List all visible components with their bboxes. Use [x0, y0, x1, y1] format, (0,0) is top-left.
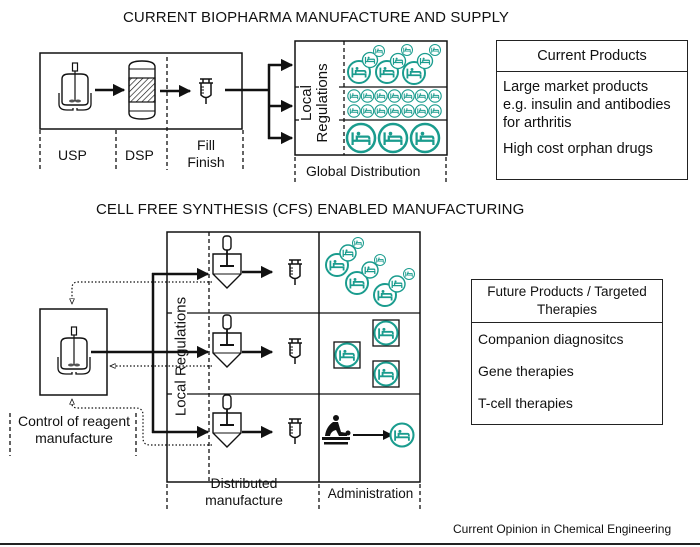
chromatography-column-icon — [128, 60, 156, 120]
patient-bed-icon — [347, 89, 361, 103]
stage-label-line: Finish — [187, 154, 225, 170]
patient-bed-icon — [360, 104, 375, 118]
syringe-icon — [198, 78, 214, 105]
patient-bed-icon — [428, 104, 442, 118]
label-line: manufacture — [205, 492, 283, 508]
patient-bed-icon — [360, 89, 375, 103]
reagent-control-label: Control of reagent manufacture — [12, 413, 136, 447]
patient-bed-icon — [401, 89, 415, 103]
item-line: for arthritis — [503, 115, 572, 131]
patient-group-scattered — [347, 44, 441, 85]
cfs-grid — [166, 231, 421, 483]
patient-bed-icon — [352, 237, 364, 249]
future-product-item: Companion diagnositcs — [478, 331, 624, 347]
cfs-reactor-icon — [212, 235, 242, 289]
caregiver-icon — [322, 415, 351, 445]
admin-patients-boxed — [333, 319, 400, 388]
label-line: Control of reagent — [17, 413, 131, 429]
syringe-icon — [287, 338, 303, 365]
global-distribution-label: Global Distribution — [306, 163, 421, 179]
label-line: Regulations — [314, 63, 331, 143]
patient-bed-icon — [387, 104, 402, 118]
patient-bed-icon — [403, 268, 415, 280]
local-regulations-label: Local Regulations — [298, 58, 331, 148]
current-product-item: Large market products e.g. insulin and a… — [497, 78, 687, 132]
source-credit: Current Opinion in Chemical Engineering — [453, 522, 672, 536]
item-line: e.g. insulin and antibodies — [503, 97, 671, 113]
patient-bed-icon — [414, 89, 429, 103]
current-product-item: High cost orphan drugs — [503, 141, 653, 157]
cfs-reactor-icon — [212, 314, 242, 368]
patient-bed-icon — [388, 275, 406, 293]
label-line: manufacture — [35, 430, 113, 446]
distribution-box — [294, 40, 448, 156]
current-products-header: Current Products — [497, 41, 687, 72]
patient-bed-icon — [428, 89, 442, 103]
administration-label: Administration — [327, 486, 414, 501]
syringe-icon — [287, 259, 303, 286]
patient-group-many-small — [347, 89, 442, 118]
patient-bed-icon — [401, 44, 413, 56]
future-product-item: T-cell therapies — [478, 395, 573, 411]
bioreactor-icon — [57, 326, 91, 375]
patient-bed-icon — [334, 342, 360, 368]
patient-bed-icon — [345, 122, 377, 154]
future-products-box: Future Products / Targeted Therapies Com… — [471, 279, 663, 425]
top-section-title: CURRENT BIOPHARMA MANUFACTURE AND SUPPLY — [123, 9, 510, 26]
header-line: Therapies — [536, 302, 598, 317]
patient-bed-icon — [373, 45, 385, 57]
admin-patients-scattered — [325, 237, 415, 307]
stage-label-usp: USP — [58, 147, 87, 163]
patient-bed-icon — [377, 122, 409, 154]
patient-bed-icon — [389, 52, 407, 70]
syringe-icon — [287, 418, 303, 445]
stage-label-line: Fill — [197, 137, 215, 153]
patient-bed-icon — [429, 44, 441, 56]
patient-bed-icon — [339, 244, 357, 262]
patient-bed-icon — [373, 320, 399, 346]
cfs-reactor-icon — [212, 394, 242, 448]
header-line: Future Products / Targeted — [487, 284, 647, 299]
patient-bed-icon — [387, 89, 402, 103]
patient-bed-icon — [374, 89, 388, 103]
bottom-section-title: CELL FREE SYNTHESIS (CFS) ENABLED MANUFA… — [96, 201, 525, 218]
stage-label-fill-finish: Fill Finish — [183, 137, 229, 171]
patient-bed-icon — [373, 361, 399, 387]
patient-group-few-large — [345, 122, 441, 154]
patient-bed-icon — [401, 104, 415, 118]
local-regulations-label: Local Regulations — [172, 296, 190, 417]
patient-bed-icon — [409, 122, 441, 154]
patient-bed-icon — [389, 422, 415, 448]
distributed-manufacture-label: Distributed manufacture — [170, 475, 318, 509]
bioreactor-icon — [58, 62, 92, 111]
footer-divider — [0, 543, 700, 545]
patient-bed-icon — [347, 104, 361, 118]
stage-label-dsp: DSP — [125, 147, 154, 163]
future-products-header: Future Products / Targeted Therapies — [472, 280, 662, 323]
label-line: Distributed — [210, 475, 278, 491]
item-line: Large market products — [503, 79, 649, 95]
patient-bed-icon — [361, 261, 379, 279]
patient-bed-icon — [414, 104, 429, 118]
current-products-box: Current Products Large market products e… — [496, 40, 688, 180]
patient-bed-icon — [374, 254, 386, 266]
future-product-item: Gene therapies — [478, 363, 574, 379]
label-line: Local — [298, 85, 315, 121]
patient-bed-icon — [374, 104, 388, 118]
patient-bed-icon — [416, 52, 434, 70]
